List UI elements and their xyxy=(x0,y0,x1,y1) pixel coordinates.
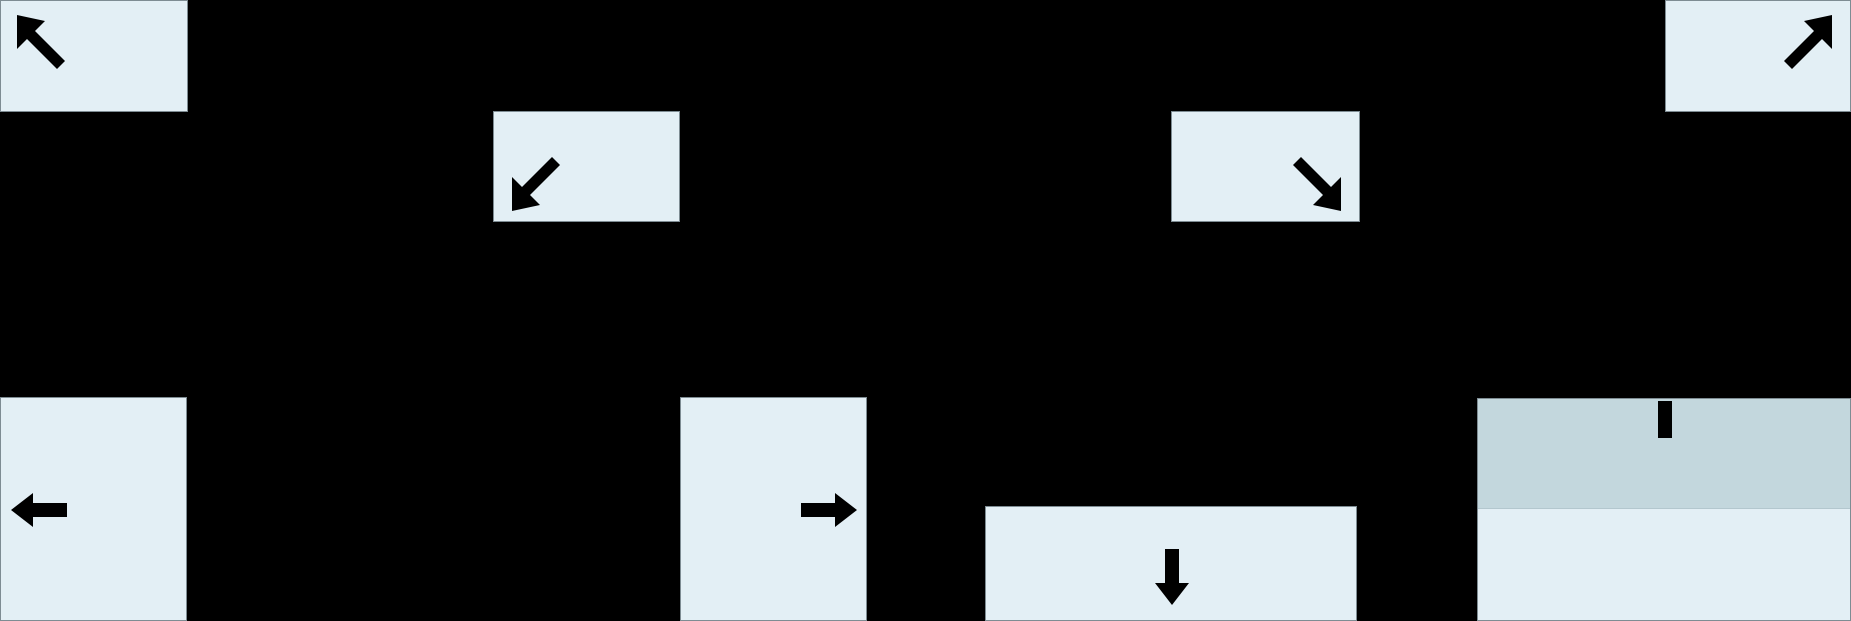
panel-down-right[interactable] xyxy=(1171,111,1360,222)
arrow-up-left-icon xyxy=(11,9,71,69)
arrow-right-icon xyxy=(799,480,859,540)
panel-text-field[interactable] xyxy=(1477,398,1851,621)
panel-up-right[interactable] xyxy=(1665,0,1851,112)
text-caret xyxy=(1658,401,1672,438)
panel-right[interactable] xyxy=(680,397,867,621)
panel-up-left[interactable] xyxy=(0,0,188,112)
panel-down-left[interactable] xyxy=(493,111,680,222)
panel-down[interactable] xyxy=(985,506,1357,621)
arrow-left-icon xyxy=(9,480,69,540)
panel-left[interactable] xyxy=(0,397,187,621)
arrow-down-right-icon xyxy=(1287,157,1347,217)
arrow-down-icon xyxy=(1142,547,1202,607)
arrow-down-left-icon xyxy=(506,157,566,217)
arrow-up-right-icon xyxy=(1778,9,1838,69)
panel-highlight-band[interactable] xyxy=(1478,399,1850,509)
